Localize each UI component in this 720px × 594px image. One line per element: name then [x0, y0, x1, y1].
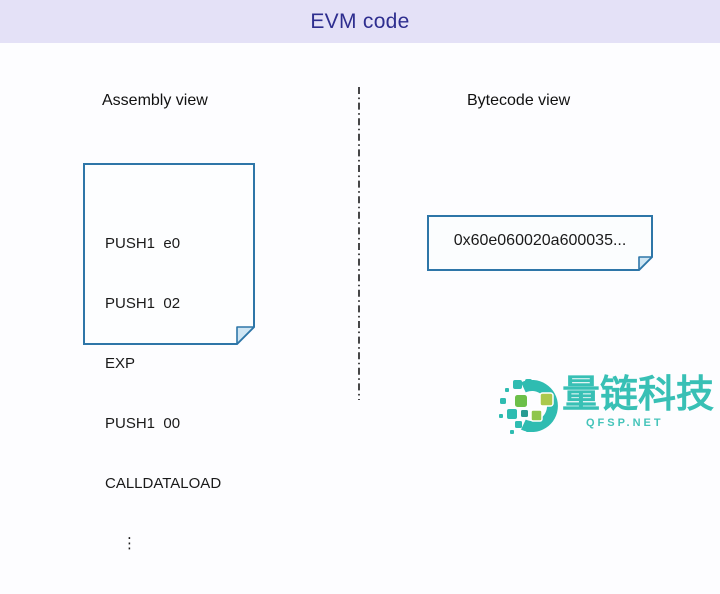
sticky-note-shape [83, 163, 255, 345]
brand-logo-icon [499, 379, 558, 434]
titlebar: EVM code [0, 0, 720, 43]
bytecode-note: 0x60e060020a600035... [427, 215, 653, 271]
asm-ellipsis: ⋮ [122, 535, 137, 552]
page-title: EVM code [310, 9, 410, 33]
brand-domain: QFSP.NET [586, 417, 664, 429]
asm-line: PUSH1 00 [105, 415, 181, 432]
brand-name: 量链科技 [562, 374, 715, 416]
assembly-code-block: PUSH1 e0 PUSH1 02 EXP PUSH1 00 CALLDATAL… [105, 194, 245, 594]
sticky-note-shape [427, 215, 653, 271]
assembly-code-note: PUSH1 e0 PUSH1 02 EXP PUSH1 00 CALLDATAL… [83, 163, 255, 552]
bytecode-view-heading: Bytecode view [467, 92, 571, 109]
bytecode-value: 0x60e060020a600035... [453, 232, 627, 249]
divider-dash-dot-line [354, 87, 364, 400]
asm-line: PUSH1 e0 [105, 235, 181, 252]
asm-line: PUSH1 02 [105, 295, 181, 312]
watermark: 量链科技 QFSP.NET [496, 373, 720, 439]
evm-code-diagram: EVM code Assembly view Bytecode view PUS… [0, 0, 720, 552]
assembly-view-heading: Assembly view [102, 92, 208, 109]
asm-line: EXP [105, 355, 136, 372]
asm-line: CALLDATALOAD [105, 475, 222, 492]
